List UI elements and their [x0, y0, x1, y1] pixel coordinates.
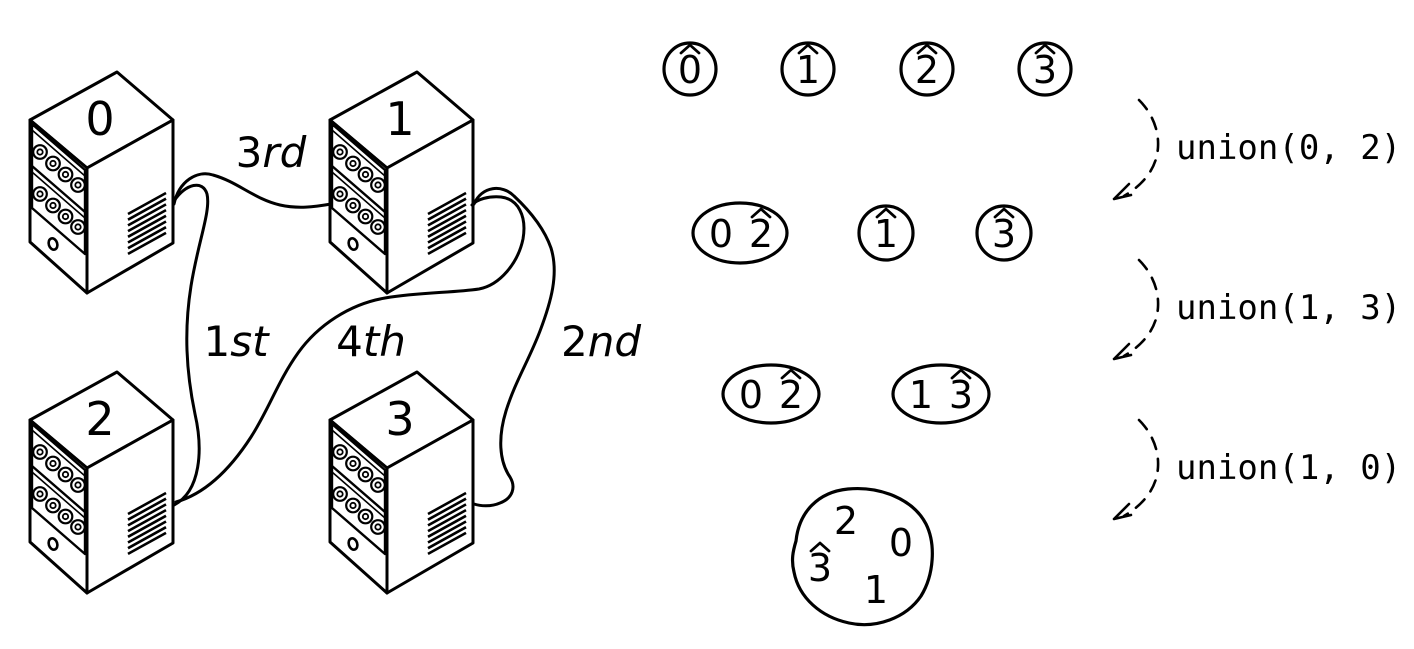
set: 3 [975, 204, 1033, 262]
set: 0 2 [721, 363, 821, 425]
machine-0: 0 [28, 70, 175, 295]
state-3: 2 0 3 1 [790, 486, 934, 627]
step-arrow-icon [1112, 258, 1160, 361]
machine-2: 2 [28, 370, 175, 595]
cable-1st: 1st [172, 183, 270, 507]
cable-4th: 4th [174, 195, 526, 504]
machine-1-label: 1 [385, 92, 414, 146]
set-blob-outline [790, 486, 934, 627]
cable-3rd: 3rd [172, 128, 333, 209]
set: 3 [1017, 41, 1073, 97]
state-1: 0 2 1 3 [691, 201, 1033, 265]
set-member: 0 [709, 212, 733, 256]
cable-3rd-label: 3rd [236, 128, 307, 177]
set-member: 2 [779, 373, 803, 417]
machine-0-label: 0 [85, 92, 114, 146]
set-member: 0 [739, 373, 763, 417]
set-member: 1 [874, 212, 898, 256]
op-label: union(1, 0) [1176, 448, 1401, 488]
union-find-panel: 0 1 2 3 0 2 [662, 41, 1401, 627]
step-arrow-icon [1112, 418, 1160, 521]
machine-3-label: 3 [385, 392, 414, 446]
step-arrow-icon [1112, 98, 1160, 201]
state-2: 0 2 1 3 [721, 363, 991, 425]
set: 2 [899, 41, 955, 97]
set-member: 3 [808, 546, 832, 590]
set-member: 2 [749, 212, 773, 256]
set-member: 2 [834, 499, 858, 543]
set-member: 1 [864, 568, 888, 612]
set: 0 [662, 41, 718, 97]
set: 1 3 [891, 363, 991, 425]
machine-2-label: 2 [85, 392, 114, 446]
cable-4th-label: 4th [336, 317, 406, 366]
machine-3: 3 [328, 370, 475, 595]
set-member: 0 [678, 48, 702, 92]
set-member: 2 [915, 48, 939, 92]
set-member: 3 [949, 373, 973, 417]
cable-2nd-wire [472, 187, 556, 508]
op-label: union(0, 2) [1176, 128, 1401, 168]
set-member: 1 [909, 373, 933, 417]
set-member: 3 [992, 212, 1016, 256]
set: 2 0 3 1 [790, 486, 934, 627]
set: 0 2 [691, 201, 789, 265]
op-union-1-3: union(1, 3) [1112, 258, 1401, 361]
set-member: 0 [889, 521, 913, 565]
op-label: union(1, 3) [1176, 288, 1401, 328]
op-union-1-0: union(1, 0) [1112, 418, 1401, 521]
set: 1 [780, 41, 836, 97]
cable-2nd-label: 2nd [561, 317, 641, 366]
state-0: 0 1 2 3 [662, 41, 1073, 97]
cable-3rd-wire [172, 172, 333, 209]
machines-panel: 0 1 2 3 3rd 1st 4th 2nd [28, 70, 641, 595]
machine-1: 1 [328, 70, 475, 295]
cable-4th-wire [174, 195, 526, 504]
cable-1st-wire [172, 183, 210, 507]
cable-2nd: 2nd [472, 187, 641, 508]
set-member: 3 [1033, 48, 1057, 92]
op-union-0-2: union(0, 2) [1112, 98, 1401, 201]
set: 1 [857, 204, 915, 262]
set-member: 1 [796, 48, 820, 92]
cable-1st-label: 1st [203, 317, 270, 366]
